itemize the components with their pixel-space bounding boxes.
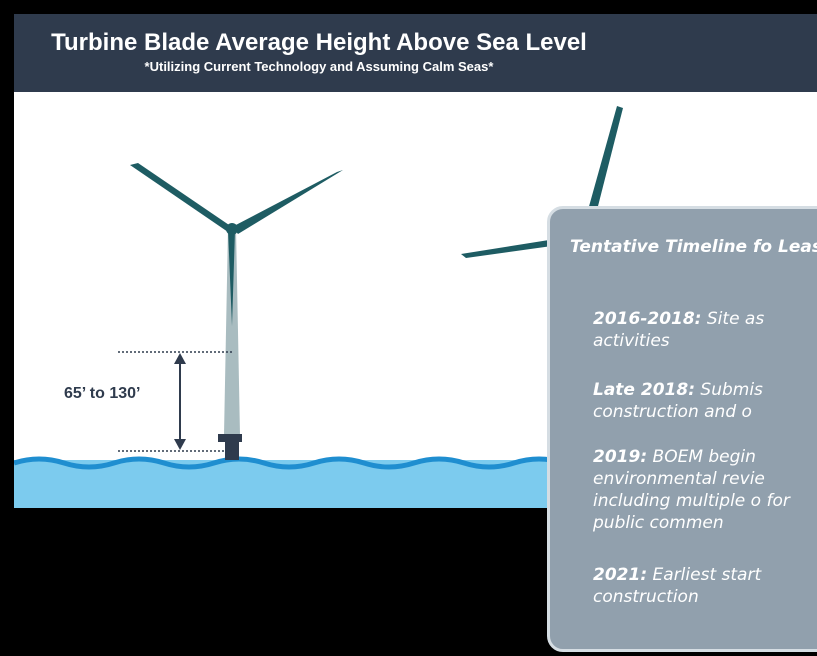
timeline-item: Late 2018: Submis construction and o <box>593 379 817 423</box>
timeline-text: BOEM begin environmental revie including… <box>593 447 790 533</box>
timeline-text: Submis construction and o <box>593 380 763 422</box>
timeline-item: 2021: Earliest start construction <box>593 564 817 608</box>
timeline-text: Earliest start construction <box>593 565 762 607</box>
timeline-year: 2019: <box>593 447 648 467</box>
turbine-blade-down <box>228 230 235 326</box>
distant-turbine-blade-lower <box>461 240 552 258</box>
turbine-tower <box>224 228 240 435</box>
timeline-text: Site as activities <box>593 309 765 351</box>
turbine-hub <box>226 223 238 235</box>
timeline-title: Tentative Timeline fo Lease <box>570 237 817 257</box>
turbine-blade-right <box>232 170 343 234</box>
timeline-item: 2019: BOEM begin environmental revie inc… <box>593 446 817 534</box>
graphic-title: Turbine Blade Average Height Above Sea L… <box>51 29 587 56</box>
turbine-blade-left <box>130 163 232 232</box>
measure-arrow-up-head <box>174 353 186 364</box>
timeline-box: Tentative Timeline fo Lease 2016-2018: S… <box>547 206 817 652</box>
graphic-subtitle: *Utilizing Current Technology and Assumi… <box>144 59 494 74</box>
measure-arrow-down-head <box>174 439 186 450</box>
title-bar: Turbine Blade Average Height Above Sea L… <box>14 14 817 92</box>
timeline-item: 2016-2018: Site as activities <box>593 308 817 352</box>
distant-turbine-blade-upper <box>588 106 623 214</box>
timeline-year: 2016-2018: <box>593 309 702 329</box>
turbine-foundation-flange <box>218 434 242 442</box>
timeline-year: Late 2018: <box>593 380 695 400</box>
height-range-label: 65’ to 130’ <box>64 385 141 402</box>
timeline-year: 2021: <box>593 565 648 585</box>
